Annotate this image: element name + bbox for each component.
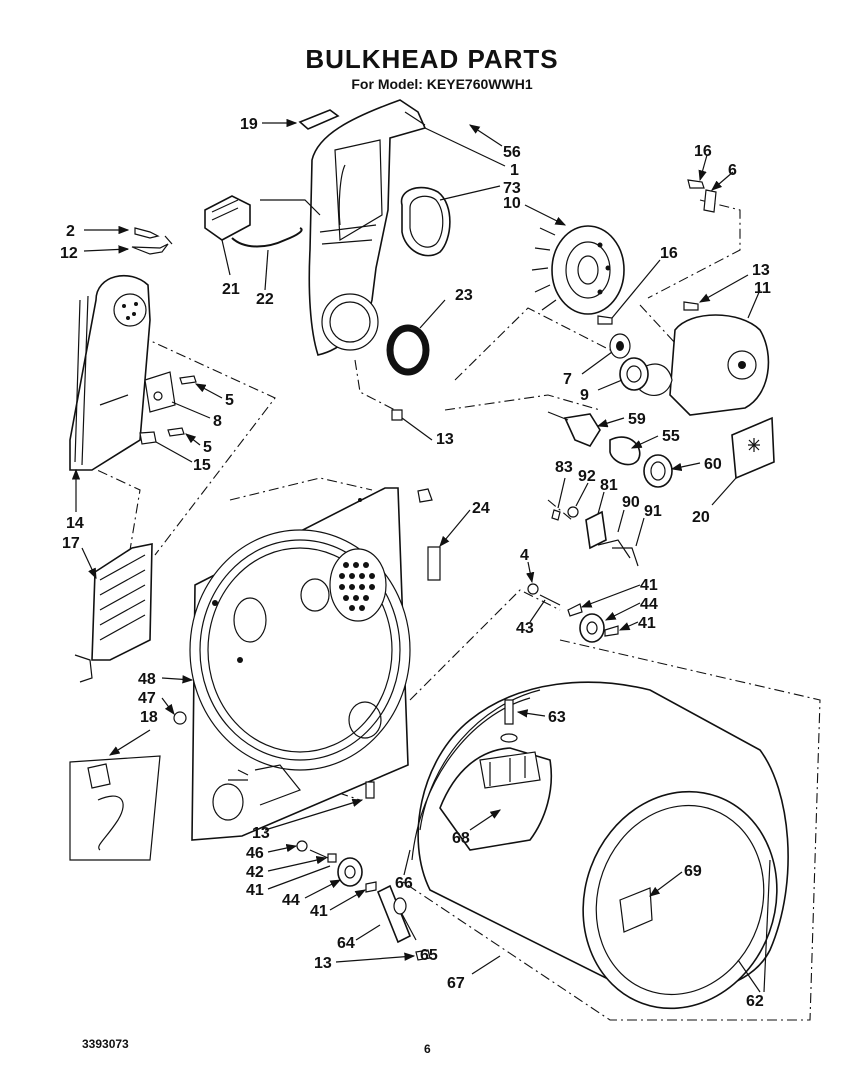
parts-64-65-lower-bracket: [376, 884, 431, 961]
lint-screen-holes: [339, 562, 375, 611]
parts-81-90-91-92-83-switch: [551, 506, 639, 567]
callout-22: 22: [256, 291, 274, 308]
part-19-clip: [298, 109, 340, 130]
parts-2-12-screws: [131, 227, 173, 255]
callout-44-lower: 44: [282, 892, 300, 909]
callout-48: 48: [138, 671, 156, 688]
callout-5-lower: 5: [203, 439, 212, 456]
callout-60: 60: [704, 456, 722, 473]
callout-41-lower-b: 41: [310, 903, 328, 920]
callout-63: 63: [548, 709, 566, 726]
callout-73: 73: [503, 180, 521, 197]
callout-20: 20: [692, 509, 710, 526]
parts-46-42-41-44-lower-roller: [296, 840, 377, 893]
callout-56: 56: [503, 144, 521, 161]
callout-6: 6: [728, 162, 737, 179]
callout-64: 64: [337, 935, 355, 952]
callout-41-upper-b: 41: [638, 615, 656, 632]
part-10-blower-wheel: [531, 225, 625, 315]
part-23-ring: [386, 324, 430, 376]
callout-2: 2: [66, 223, 75, 240]
callout-labels: 19 56 1 73 10 16 6 2 12 21 22 23 16 13 1…: [60, 116, 771, 1010]
callout-43: 43: [516, 620, 534, 637]
callout-21: 21: [222, 281, 240, 298]
part-1-blower-housing: [308, 99, 427, 356]
callout-15: 15: [193, 457, 211, 474]
callout-13-lower: 13: [252, 825, 270, 842]
part-60-lens: [643, 454, 673, 488]
callout-23: 23: [455, 287, 473, 304]
callout-13-bottom: 13: [314, 955, 332, 972]
part-20-label: [731, 416, 775, 480]
callout-59: 59: [628, 411, 646, 428]
callout-24: 24: [472, 500, 490, 517]
callout-41-upper-a: 41: [640, 577, 658, 594]
part-21-22-power-cord: [204, 195, 321, 248]
callout-13-motor: 13: [752, 262, 770, 279]
part-63-screw: [500, 699, 518, 743]
callout-10: 10: [503, 195, 521, 212]
callout-66: 66: [395, 875, 413, 892]
document-number: 3393073: [82, 1037, 129, 1051]
callout-83: 83: [555, 459, 573, 476]
part-67-drum: [411, 681, 789, 1010]
callout-81: 81: [600, 477, 618, 494]
part-24-bracket: [427, 546, 441, 581]
assembly-dashed-lines: [79, 199, 821, 1021]
callout-leader-lines: [71, 118, 771, 993]
part-7-pulley: [609, 333, 631, 359]
callout-5-upper: 5: [225, 392, 234, 409]
model-subtitle: For Model: KEYE760WWH1: [351, 76, 533, 92]
callout-67: 67: [447, 975, 465, 992]
callout-46: 46: [246, 845, 264, 862]
callout-4: 4: [520, 547, 529, 564]
part-73-seal: [400, 186, 451, 257]
callout-69: 69: [684, 863, 702, 880]
part-47-clip: [173, 711, 187, 725]
part-17-heater: [74, 543, 153, 683]
part-14-idler-panel: [69, 274, 151, 471]
callout-9: 9: [580, 387, 589, 404]
callout-8: 8: [213, 413, 222, 430]
callout-68: 68: [452, 830, 470, 847]
page-number: 6: [424, 1042, 431, 1056]
part-55-bulb: [609, 436, 641, 466]
callout-13-mid: 13: [436, 431, 454, 448]
part-59-lamp-socket: [547, 411, 601, 447]
callout-65: 65: [420, 947, 438, 964]
callout-91: 91: [644, 503, 662, 520]
callout-16-top: 16: [694, 143, 712, 160]
callout-16-mid: 16: [660, 245, 678, 262]
callout-19: 19: [240, 116, 258, 133]
part-9-bearing: [619, 357, 649, 391]
callout-14: 14: [66, 515, 84, 532]
part-48-front-bulkhead: [189, 487, 411, 841]
part-69-seal: [619, 887, 653, 933]
callout-47: 47: [138, 690, 156, 707]
part-68-baffle: [439, 747, 553, 851]
part-8-bracket: [144, 371, 176, 413]
callout-92: 92: [578, 468, 596, 485]
callout-90: 90: [622, 494, 640, 511]
parts-5-15-screws: [139, 375, 197, 445]
callout-1: 1: [510, 162, 519, 179]
page-title: BULKHEAD PARTS: [305, 44, 559, 74]
callout-18: 18: [140, 709, 158, 726]
parts-16-6-screws: [597, 179, 717, 325]
callout-41-lower-a: 41: [246, 882, 264, 899]
callout-62: 62: [746, 993, 764, 1010]
callout-42: 42: [246, 864, 264, 881]
callout-44-upper: 44: [640, 596, 658, 613]
parts-4-41-44-43-upper-roller: [527, 583, 619, 643]
callout-55: 55: [662, 428, 680, 445]
part-18-wire-kit: [69, 755, 161, 861]
callout-7: 7: [563, 371, 572, 388]
callout-11: 11: [754, 280, 771, 297]
part-11-motor: [639, 314, 770, 416]
callout-12: 12: [60, 245, 78, 262]
callout-17: 17: [62, 535, 80, 552]
bulkhead-screws: [365, 409, 433, 799]
